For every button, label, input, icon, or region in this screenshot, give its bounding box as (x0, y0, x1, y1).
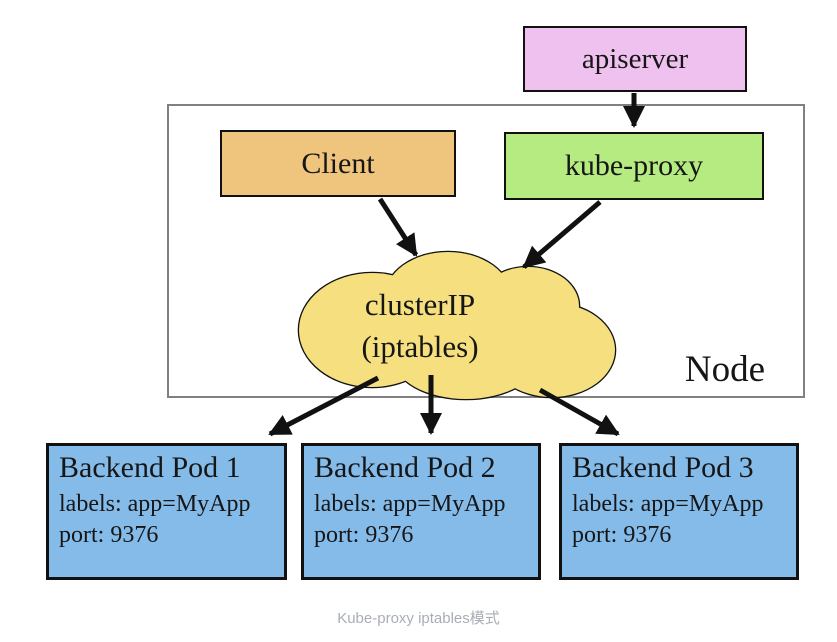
arrow-kubeproxy-to-clusterip (522, 200, 602, 269)
kube-proxy-label: kube-proxy (564, 149, 704, 182)
pod-port-line: port: 9376 (314, 522, 414, 549)
pod-labels-line: labels: app=MyApp (314, 491, 506, 517)
client-label: Client (301, 146, 375, 180)
arrow-clusterip-to-pod3 (538, 387, 620, 437)
backend-pod-1-box: Backend Pod 1 labels: app=MyApp port: 93… (46, 443, 287, 580)
arrow-clusterip-to-pod1 (268, 375, 380, 437)
backend-pod-3-box: Backend Pod 3 labels: app=MyApp port: 93… (559, 443, 799, 580)
apiserver-box: apiserver (523, 26, 747, 92)
backend-pod-2-box: Backend Pod 2 labels: app=MyApp port: 93… (301, 443, 541, 580)
pod-port-line: port: 9376 (572, 522, 672, 549)
clusterip-title: clusterIP (364, 287, 476, 322)
figure-caption: Kube-proxy iptables模式 (337, 610, 500, 627)
arrow-client-to-clusterip (377, 197, 419, 257)
client-box: Client (220, 130, 456, 197)
apiserver-label: apiserver (581, 42, 689, 75)
pod-labels-line: labels: app=MyApp (59, 491, 251, 517)
cloud-fill (299, 252, 615, 399)
node-label: Node (684, 349, 766, 390)
pod-port-line: port: 9376 (59, 522, 159, 549)
kube-proxy-box: kube-proxy (504, 132, 764, 200)
pod-title: Backend Pod 2 (314, 451, 496, 484)
clusterip-subtitle: (iptables) (361, 328, 479, 364)
pod-title: Backend Pod 1 (59, 451, 241, 484)
pod-labels-line: labels: app=MyApp (572, 491, 764, 517)
clusterip-cloud-label: clusterIP (iptables) (320, 284, 520, 368)
pod-title: Backend Pod 3 (572, 451, 754, 484)
arrows (268, 93, 646, 437)
